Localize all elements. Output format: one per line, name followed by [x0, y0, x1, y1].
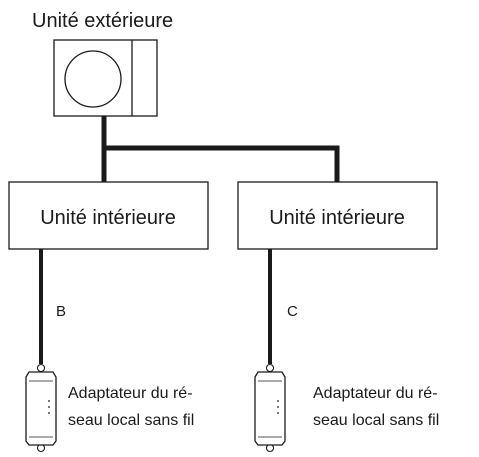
cable-c-label: C: [287, 303, 298, 320]
indoor-unit-1-label: Unité intérieure: [40, 207, 176, 229]
outdoor-unit-label: Unité extérieure: [32, 10, 173, 32]
indoor-unit-2: Unité intérieure: [237, 181, 438, 250]
wireless-lan-adapter-2: [254, 363, 286, 453]
fan-icon: [64, 50, 122, 108]
wireless-lan-adapter-1: [25, 363, 57, 453]
adapter-1-label-line2: seau local sans fil: [68, 412, 194, 429]
outdoor-unit: [53, 39, 158, 117]
refrigerant-piping: [101, 116, 340, 182]
adapter-2-label-line2: seau local sans fil: [313, 412, 439, 429]
cable-c: C: [268, 249, 298, 364]
cable-b: B: [39, 249, 66, 364]
adapter-2-label-line1: Adaptateur du ré-: [313, 385, 438, 402]
adapter-1-label-line1: Adaptateur du ré-: [68, 385, 193, 402]
indoor-unit-2-label: Unité intérieure: [269, 207, 405, 229]
cable-b-label: B: [56, 303, 66, 320]
indoor-unit-1: Unité intérieure: [8, 181, 209, 250]
